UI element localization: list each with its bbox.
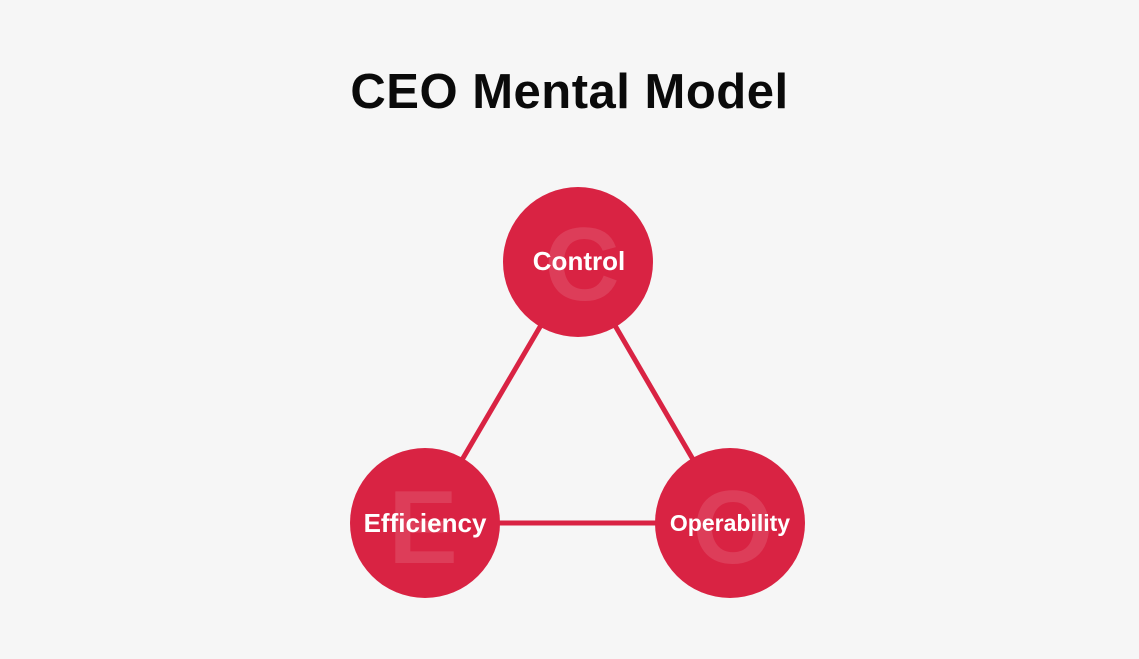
node-operability: O Operability bbox=[655, 448, 805, 598]
node-operability-watermark: O bbox=[693, 470, 774, 586]
node-control-circle bbox=[503, 187, 653, 337]
node-operability-label: Operability bbox=[670, 510, 790, 536]
node-efficiency-label: Efficiency bbox=[364, 508, 487, 538]
node-efficiency: E Efficiency bbox=[350, 448, 500, 598]
page-title: CEO Mental Model bbox=[350, 65, 789, 119]
node-control-label: Control bbox=[533, 246, 625, 276]
node-operability-circle bbox=[655, 448, 805, 598]
node-efficiency-watermark: E bbox=[388, 470, 457, 586]
node-control: C Control bbox=[503, 187, 653, 337]
node-control-watermark: C bbox=[544, 207, 619, 323]
node-efficiency-circle bbox=[350, 448, 500, 598]
